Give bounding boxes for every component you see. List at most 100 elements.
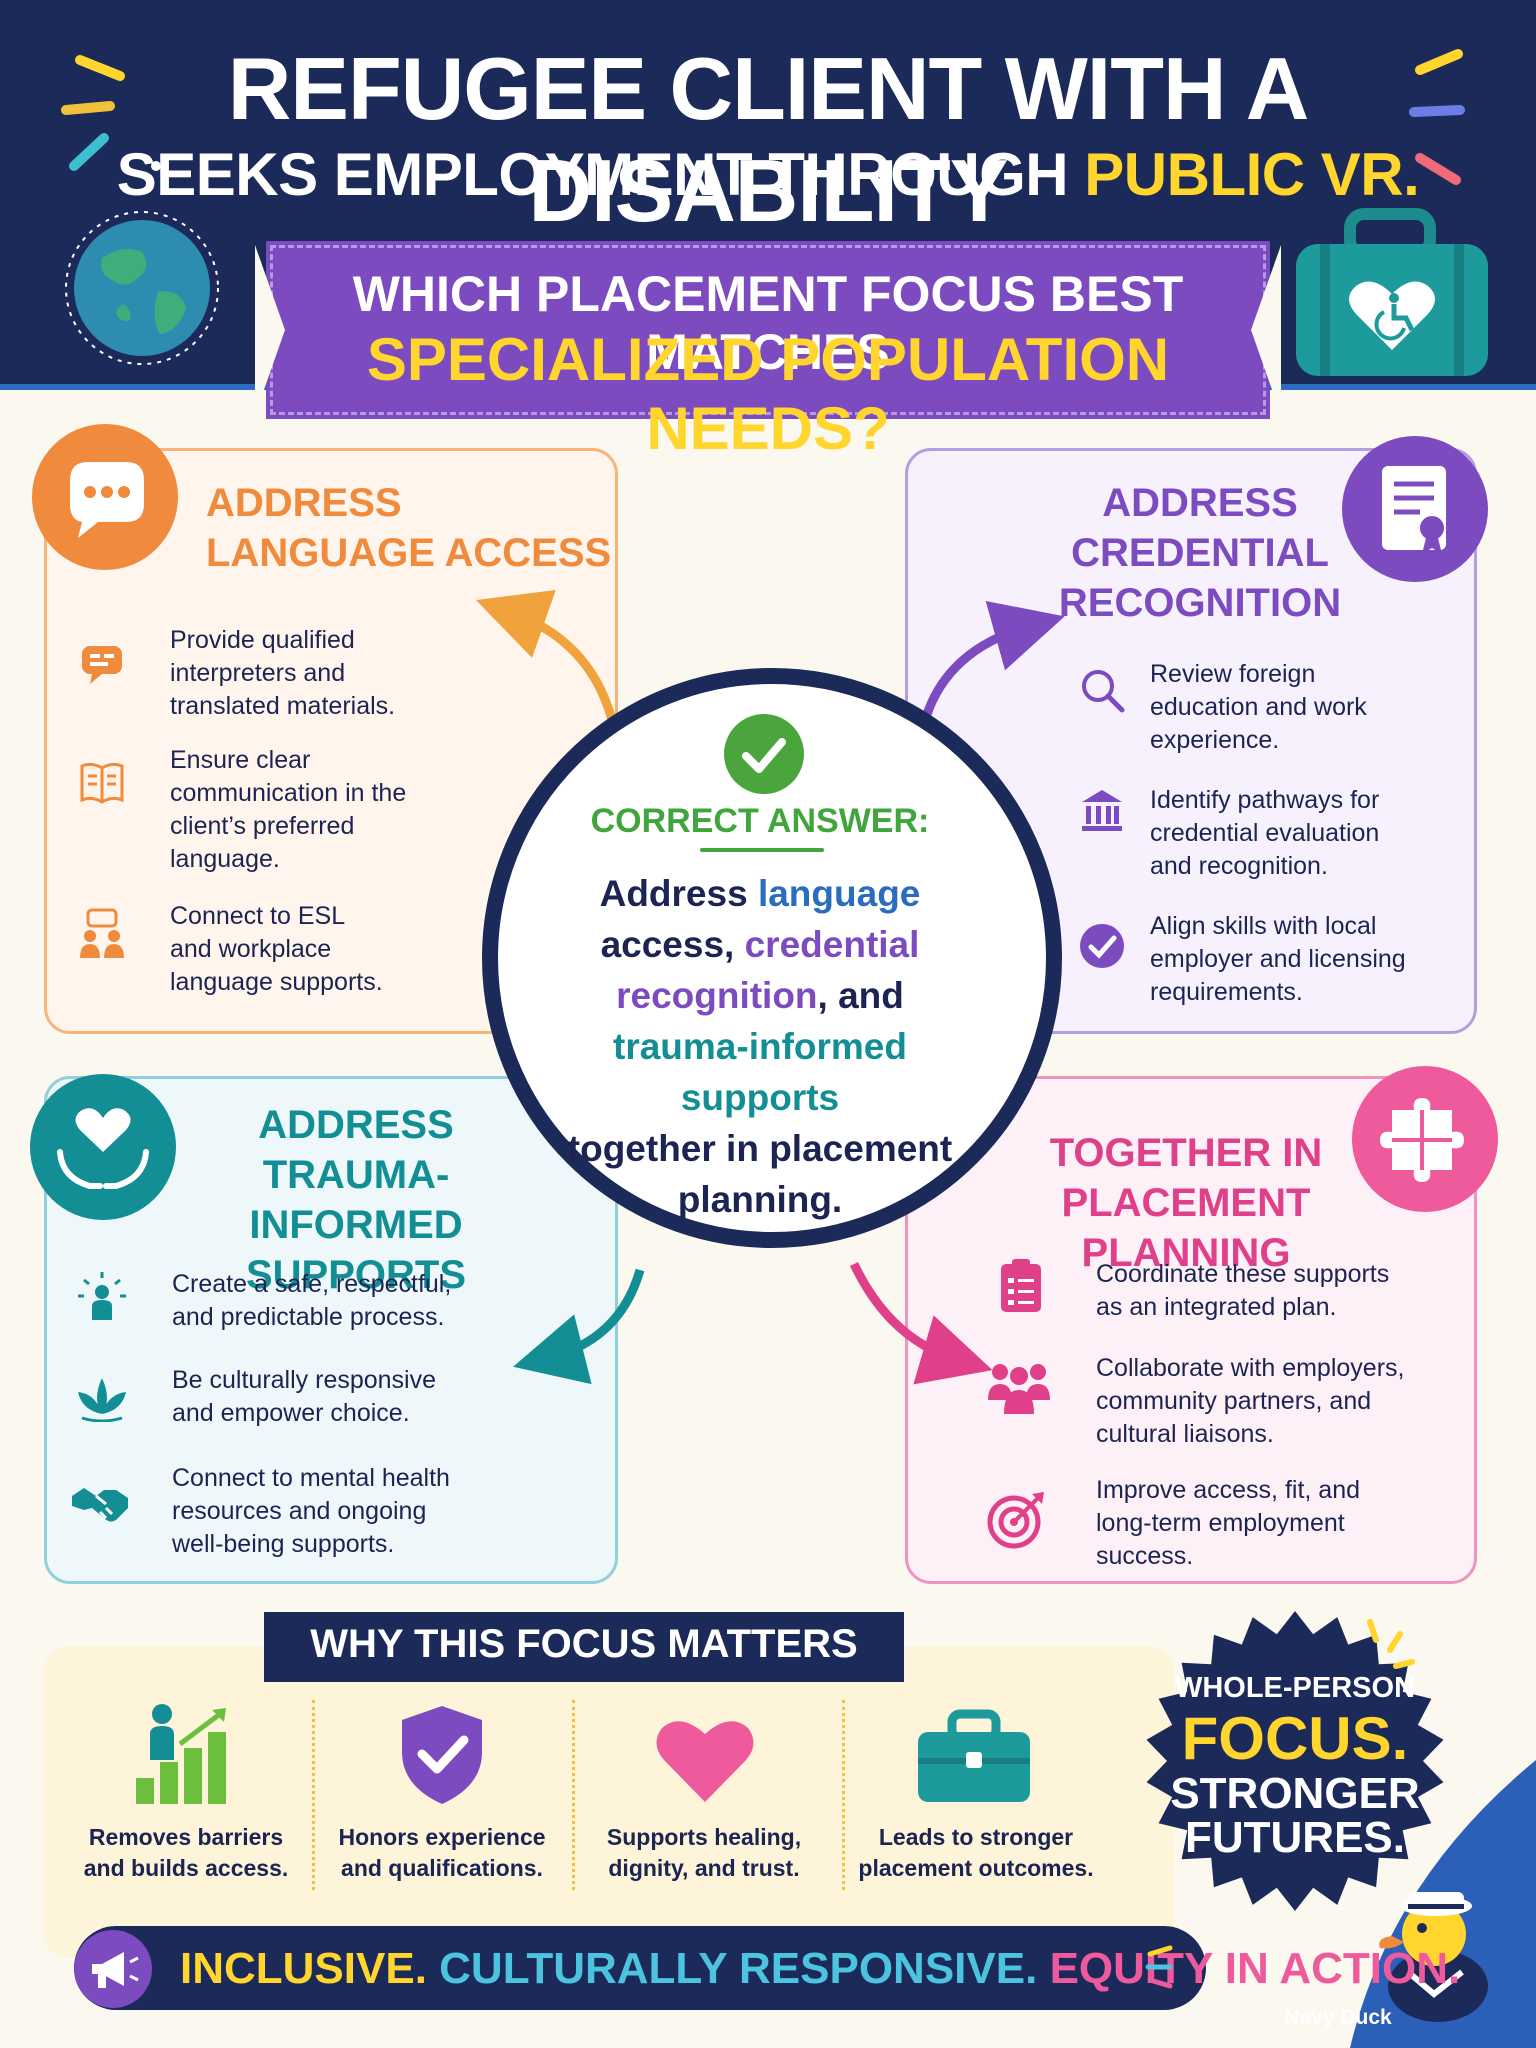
language-item-1-l1: Provide qualified (170, 626, 355, 654)
title-line-2: SEEKS EMPLOYMENT THROUGH PUBLIC VR. (0, 140, 1536, 209)
language-item-3-l1: Connect to ESL (170, 902, 346, 930)
trauma-item-3-l1: Connect to mental health (172, 1464, 450, 1492)
card-trauma-title-l2: TRAUMA-INFORMED (249, 1153, 463, 1247)
together-item-1-l1: Coordinate these supports (1096, 1260, 1390, 1288)
badge-line-3-4: STRONGER FUTURES. (1150, 1772, 1440, 1860)
magnifier-icon (1082, 670, 1125, 713)
sparkle-right-icon (1145, 1945, 1173, 1989)
answer-part-1: Address (599, 873, 758, 914)
why-divider-2 (572, 1700, 575, 1890)
credential-item-3: Align skills with local employer and lic… (1150, 910, 1406, 1009)
badge-line-3: STRONGER (1170, 1769, 1420, 1818)
why-item-2: Honors experience and qualifications. (322, 1822, 562, 1884)
language-item-2-l3: client’s preferred (170, 812, 355, 840)
question-line-2: SPECIALIZED POPULATION NEEDS? (366, 326, 1170, 462)
confetti-right-icon (1409, 49, 1465, 185)
card-together-title: TOGETHER IN PLACEMENT PLANNING (996, 1128, 1376, 1278)
card-credential-title-l2: CREDENTIAL (1071, 531, 1329, 575)
why-heading-bar (264, 1612, 904, 1682)
why-item-2-l2: and qualifications. (341, 1855, 543, 1881)
credential-item-1-l3: experience. (1150, 726, 1280, 754)
language-item-2-l4: language. (170, 845, 280, 873)
together-item-2: Collaborate with employers, community pa… (1096, 1352, 1404, 1451)
institution-icon (1082, 790, 1122, 831)
person-light-icon (78, 1272, 126, 1320)
globe-icon (65, 211, 219, 365)
group-icon (988, 1364, 1050, 1414)
credential-item-1: Review foreign education and work experi… (1150, 658, 1367, 757)
card-trauma-title-l1: ADDRESS (258, 1103, 454, 1147)
card-trauma-title-l3: SUPPORTS (245, 1253, 467, 1297)
trauma-item-1-l1: Create a safe, respectful, (172, 1270, 452, 1298)
lotus-icon (78, 1378, 126, 1422)
banner-notch-right (1251, 245, 1281, 415)
badge-line-2: FOCUS. (1181, 1705, 1409, 1772)
credential-item-1-l2: education and work (1150, 693, 1367, 721)
language-item-1-l3: translated materials. (170, 692, 396, 720)
why-item-4-l1: Leads to stronger (878, 1824, 1074, 1850)
shield-check-icon (402, 1706, 482, 1804)
why-item-2-l1: Honors experience (338, 1824, 546, 1850)
megaphone-icon (74, 1930, 152, 2008)
confetti-left-icon (61, 55, 161, 171)
answer-part-6: , and (817, 975, 904, 1016)
credential-item-2-l1: Identify pathways for (1150, 786, 1380, 814)
together-item-3: Improve access, fit, and long-term emplo… (1096, 1474, 1360, 1573)
answer-part-3: access, (600, 924, 745, 965)
together-item-2-l1: Collaborate with employers, (1096, 1354, 1405, 1382)
credential-item-3-l2: employer and licensing (1150, 945, 1406, 973)
language-item-1-l2: interpreters and (170, 659, 346, 687)
title-line-2-a: SEEKS EMPLOYMENT THROUGH (116, 141, 1085, 208)
correct-answer-text: Address language access, credential reco… (550, 868, 970, 1225)
trauma-item-2-l1: Be culturally responsive (172, 1366, 437, 1394)
correct-answer-underline (700, 848, 824, 852)
answer-part-4: credential (744, 924, 920, 965)
card-together-title-l1: TOGETHER IN (1049, 1131, 1323, 1175)
trauma-item-2: Be culturally responsive and empower cho… (172, 1364, 436, 1430)
card-language-title: ADDRESS LANGUAGE ACCESS (206, 478, 611, 578)
footer-word-3: EQUITY IN ACTION. (1049, 1944, 1461, 1993)
credential-item-2-l3: and recognition. (1150, 852, 1328, 880)
card-together-title-l2: PLACEMENT PLANNING (1061, 1181, 1311, 1275)
language-item-2-l2: communication in the (170, 779, 407, 807)
title-line-2-b: PUBLIC VR. (1084, 141, 1420, 208)
people-talking-icon (80, 908, 124, 958)
title-line-1: REFUGEE CLIENT WITH A DISABILITY (227, 39, 1310, 240)
duck-label: Navy Duck (1284, 2006, 1392, 2029)
why-item-1-l1: Removes barriers (88, 1824, 284, 1850)
answer-part-9: together in placement (567, 1128, 953, 1169)
footer-word-2: CULTURALLY RESPONSIVE. (439, 1944, 1050, 1993)
credential-item-2: Identify pathways for credential evaluat… (1150, 784, 1379, 883)
growth-chart-icon (136, 1704, 226, 1804)
answer-part-2: language (757, 873, 921, 914)
together-item-3-l1: Improve access, fit, and (1096, 1476, 1361, 1504)
why-heading: WHY THIS FOCUS MATTERS (310, 1622, 858, 1666)
together-item-3-l3: success. (1096, 1542, 1194, 1570)
navy-duck-icon (1379, 1892, 1488, 2022)
chat-bubble-icon (32, 424, 178, 570)
language-item-1: Provide qualified interpreters and trans… (170, 624, 395, 723)
why-divider-1 (312, 1700, 315, 1890)
trauma-item-2-l2: and empower choice. (172, 1399, 410, 1427)
certificate-icon (1342, 436, 1488, 582)
checkmark-icon (724, 714, 804, 794)
speech-bubble-icon (82, 646, 122, 684)
card-language-title-l1: ADDRESS (206, 481, 402, 525)
question-line-1: WHICH PLACEMENT FOCUS BEST MATCHES (352, 266, 1184, 380)
credential-item-2-l2: credential evaluation (1150, 819, 1380, 847)
card-language-title-l2: LANGUAGE ACCESS (206, 531, 612, 575)
together-item-2-l2: community partners, and (1096, 1387, 1372, 1415)
footer-slogan: INCLUSIVE. CULTURALLY RESPONSIVE. EQUITY… (180, 1944, 1460, 1994)
together-item-1: Coordinate these supports as an integrat… (1096, 1258, 1389, 1324)
answer-part-5: recognition (616, 975, 818, 1016)
card-credential-title: ADDRESS CREDENTIAL RECOGNITION (1030, 478, 1370, 628)
credential-item-3-l3: requirements. (1150, 978, 1303, 1006)
card-credential-title-l3: RECOGNITION (1058, 581, 1342, 625)
answer-part-7: trauma-informed (613, 1026, 907, 1067)
why-item-1-l2: and builds access. (83, 1855, 289, 1881)
check-badge-icon (1080, 924, 1124, 968)
puzzle-icon (1352, 1066, 1498, 1212)
answer-part-8: supports (680, 1077, 840, 1118)
target-icon (987, 1492, 1044, 1549)
language-item-2-l1: Ensure clear (170, 746, 311, 774)
